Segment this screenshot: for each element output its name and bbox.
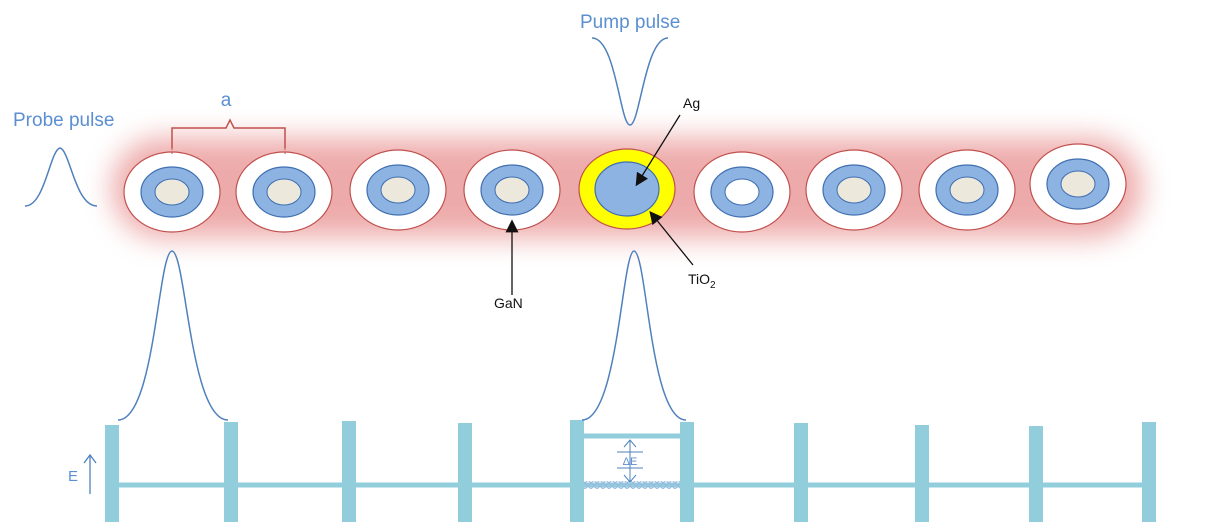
nanoparticle — [349, 149, 447, 231]
energy-level-diagram: ΔE E — [68, 250, 1156, 522]
nanoparticle — [805, 149, 903, 231]
site-bar — [794, 423, 808, 522]
energy-axis: E — [68, 453, 97, 494]
tio2-arrow — [649, 210, 694, 266]
site-bars — [105, 420, 1156, 522]
site-bar — [680, 422, 694, 522]
nanoparticle — [123, 151, 221, 233]
energy-gap-indicator: ΔE — [617, 439, 643, 483]
energy-gap-label: ΔE — [623, 456, 638, 468]
ag-label: Ag — [683, 95, 700, 111]
excited-site-hatch — [580, 481, 680, 489]
site-bar — [570, 420, 584, 522]
site-bar — [915, 425, 929, 522]
pump-pulse-label: Pump pulse — [580, 12, 680, 33]
excited-nanoparticle — [578, 148, 676, 230]
nanoparticle — [1029, 143, 1127, 225]
nanoparticle — [918, 149, 1016, 231]
site-bar — [458, 423, 472, 522]
probe-wavefunction — [117, 250, 229, 421]
energy-axis-label: E — [68, 468, 78, 485]
pump-wavefunction — [581, 250, 687, 421]
site-bar — [1029, 426, 1043, 522]
lattice-constant-label: a — [221, 90, 232, 111]
probe-pulse: Probe pulse — [13, 110, 114, 207]
lattice-bracket: a — [171, 90, 286, 155]
pump-pulse: Pump pulse — [580, 12, 680, 126]
ag-arrow — [635, 114, 681, 187]
nanoparticle-chain — [123, 143, 1127, 233]
material-annotations: Ag GaN TiO2 — [494, 95, 716, 311]
probe-pulse-label: Probe pulse — [13, 110, 114, 131]
nanoparticle — [463, 149, 561, 231]
site-bar — [342, 421, 356, 522]
gan-label: GaN — [494, 295, 523, 311]
site-bar — [105, 425, 119, 522]
nanoparticle — [235, 151, 333, 233]
nanoparticle — [693, 151, 791, 233]
site-bar — [1142, 422, 1156, 522]
site-bar — [224, 422, 238, 522]
tio2-label: TiO2 — [688, 271, 716, 291]
